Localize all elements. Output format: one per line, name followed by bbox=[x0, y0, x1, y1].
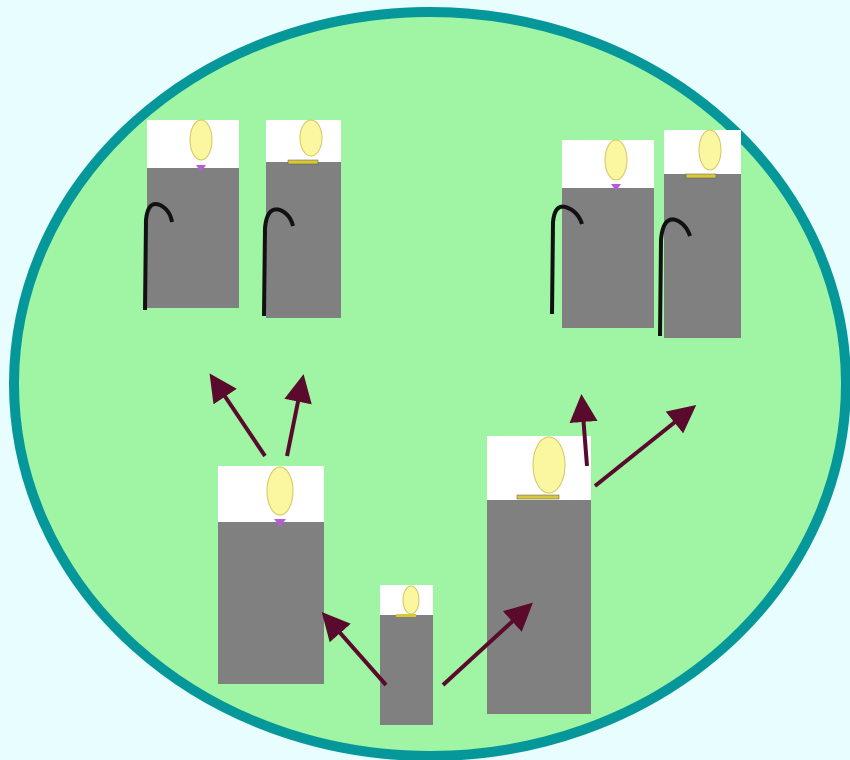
face bbox=[605, 140, 627, 180]
face bbox=[403, 586, 419, 614]
collar-bar bbox=[517, 495, 559, 499]
adult-figure-left bbox=[218, 466, 324, 684]
face bbox=[300, 120, 322, 156]
face bbox=[699, 130, 721, 170]
elder-figure-1 bbox=[145, 120, 239, 310]
collar-bar bbox=[288, 160, 318, 164]
face bbox=[190, 120, 212, 160]
collar-bar bbox=[686, 174, 716, 178]
child-figure bbox=[380, 585, 433, 725]
adult-figure-right bbox=[487, 436, 591, 714]
elder-figure-4 bbox=[660, 130, 741, 338]
elder-figure-2 bbox=[264, 120, 341, 318]
face bbox=[533, 437, 565, 493]
elder-figure-3 bbox=[552, 140, 654, 328]
face bbox=[267, 467, 293, 515]
collar-bar bbox=[396, 614, 416, 617]
